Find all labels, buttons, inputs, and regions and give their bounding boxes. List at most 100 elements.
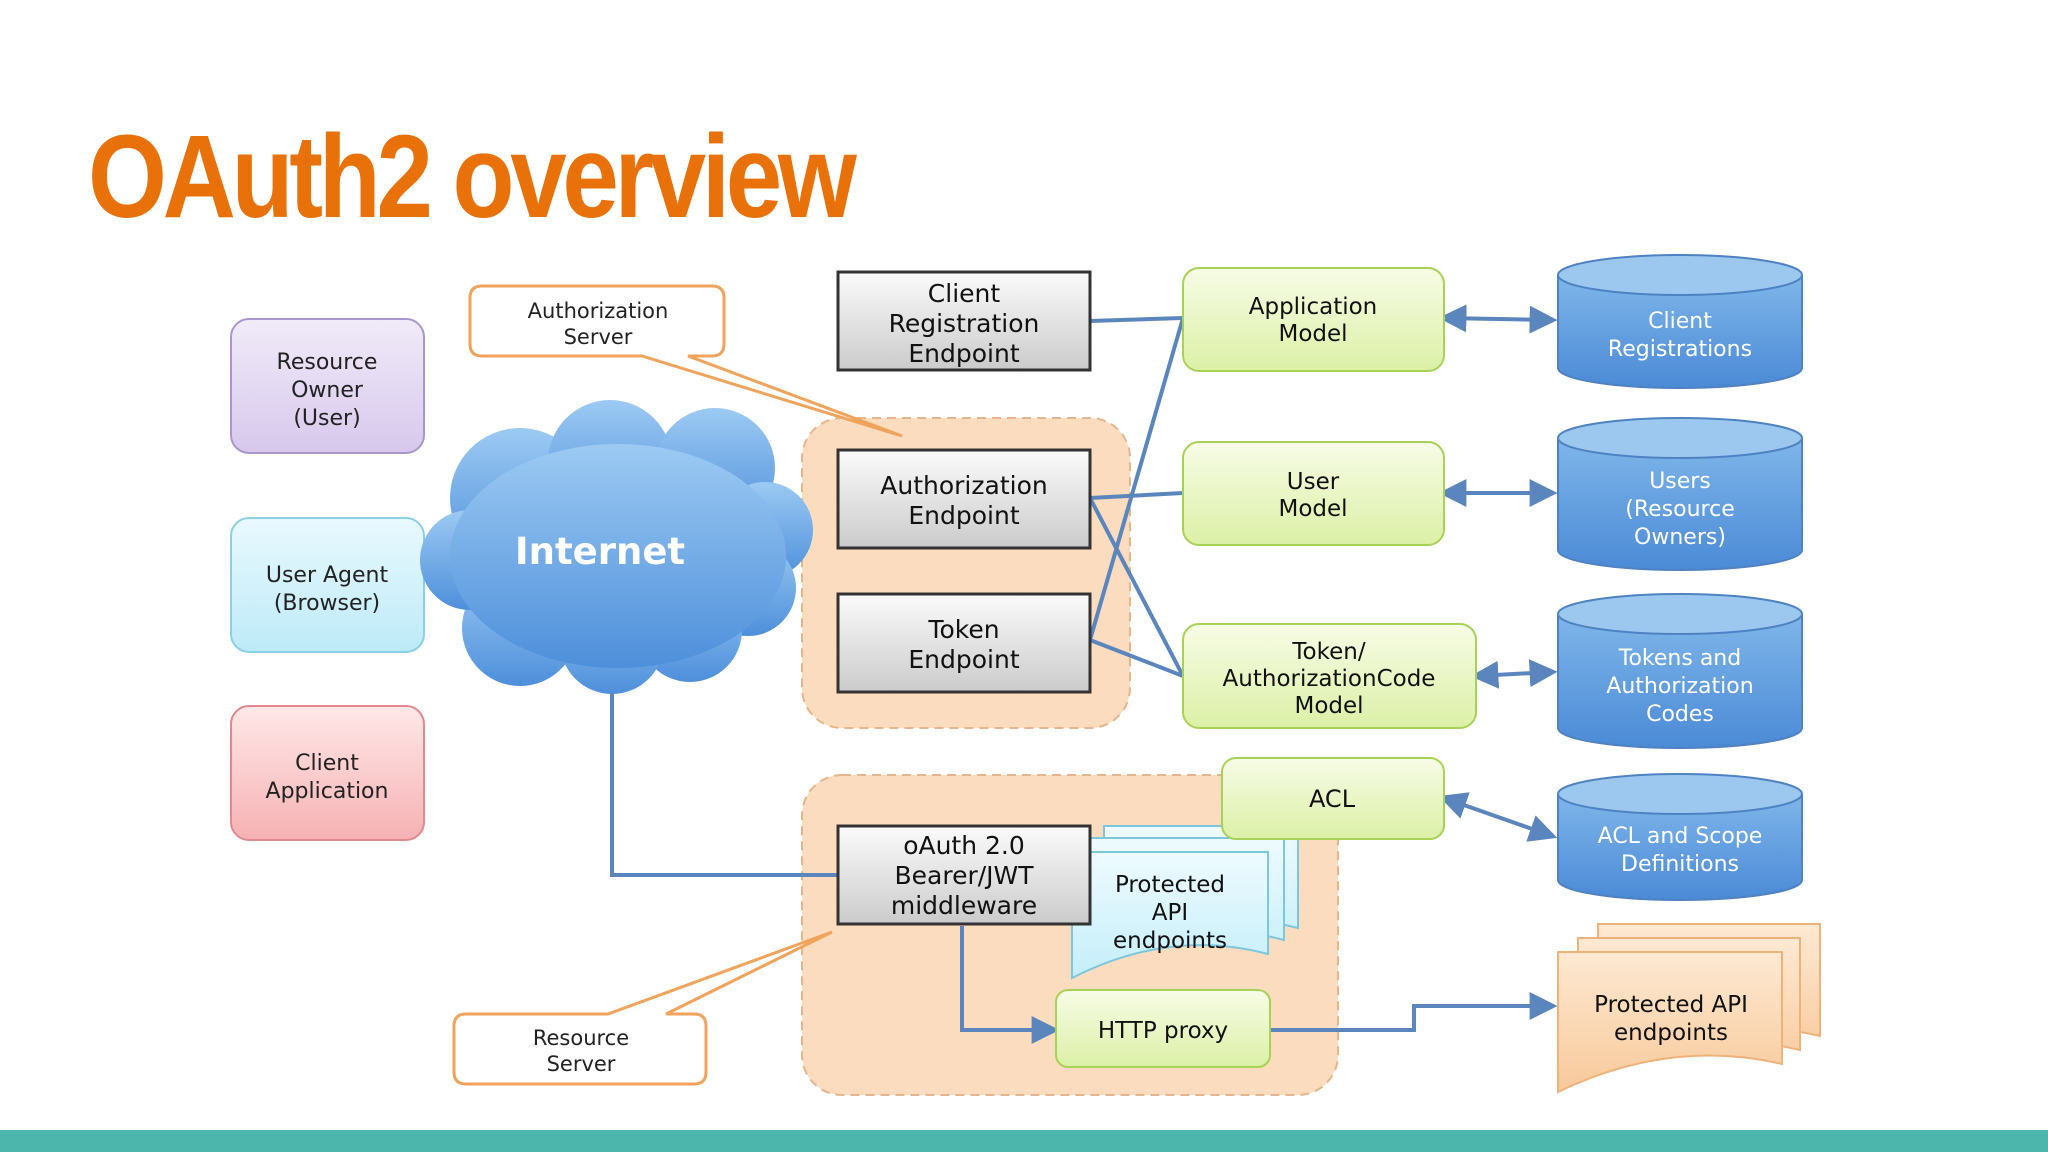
internet-label: Internet	[515, 530, 685, 573]
svg-text:User Agent(Browser): User Agent (Browser)	[266, 563, 389, 616]
connectors	[610, 304, 1558, 1044]
client-application-label-2: Application	[266, 779, 389, 804]
resource-owner-label-1: Resource	[277, 350, 378, 375]
acl-box: ACL	[1221, 757, 1445, 840]
token-endpoint-label-2: Endpoint	[908, 645, 1019, 674]
client-registrations-label-1: Client	[1648, 309, 1712, 334]
protected-api-internal-label-3: endpoints	[1113, 928, 1227, 954]
middleware-label-3: middleware	[891, 891, 1037, 920]
users-store-label-1: Users	[1649, 469, 1711, 494]
resource-owner-label-2: Owner	[291, 378, 364, 403]
token-model-label-3: Model	[1294, 693, 1363, 719]
accent-bar	[0, 1130, 2048, 1152]
user-agent-label-2: (Browser)	[274, 591, 380, 616]
user-agent-label-1: User Agent	[266, 563, 389, 588]
user-model-label-2: Model	[1278, 496, 1347, 522]
acl-scope-label-2: Definitions	[1621, 852, 1739, 877]
protected-api-external-label-2: endpoints	[1614, 1020, 1728, 1046]
auth-to-token-model	[1088, 497, 1185, 677]
token-model-store-arrow	[1470, 659, 1558, 689]
protected-api-internal-label-2: API	[1152, 900, 1188, 926]
authorization-endpoint-label-1: Authorization	[880, 471, 1047, 500]
token-to-token-model	[1089, 638, 1184, 678]
middleware-label-1: oAuth 2.0	[903, 831, 1025, 860]
token-endpoint-label-1: Token	[927, 615, 999, 644]
http-proxy-box: HTTP proxy	[1055, 989, 1271, 1068]
slide-title: OAuth2 overview	[88, 111, 857, 243]
resource-owner-label-3: (User)	[293, 406, 360, 431]
http-proxy-label: HTTP proxy	[1098, 1018, 1228, 1044]
acl-store-arrow	[1438, 792, 1558, 842]
protected-api-internal-label-1: Protected	[1115, 872, 1225, 898]
proxy-to-external-api	[1270, 992, 1558, 1032]
acl-scope-label-1: ACL and Scope	[1598, 824, 1763, 849]
internet-to-middleware-line	[610, 690, 838, 877]
users-store-label-2: (Resource	[1625, 497, 1734, 522]
protected-api-external-label-1: Protected API	[1594, 992, 1748, 1018]
token-model-label-2: AuthorizationCode	[1223, 666, 1436, 692]
client-registration-label-3: Endpoint	[908, 339, 1019, 368]
authorization-endpoint-label-2: Endpoint	[908, 501, 1019, 530]
client-registrations-label-2: Registrations	[1608, 337, 1752, 362]
application-model-label-2: Model	[1278, 321, 1347, 347]
middleware-label-2: Bearer/JWT	[894, 861, 1034, 890]
resource-server-label-2: Server	[547, 1052, 616, 1076]
app-model-store-arrow	[1438, 304, 1558, 334]
authorization-server-label-1: Authorization	[528, 299, 669, 323]
user-model-label-1: User	[1287, 469, 1340, 495]
internet-cloud: Internet	[420, 400, 813, 694]
token-model-label-1: Token/	[1291, 639, 1365, 665]
acl-label: ACL	[1309, 785, 1356, 813]
application-model-label-1: Application	[1249, 294, 1378, 320]
authorization-server-label-2: Server	[564, 325, 633, 349]
tokens-store-label-1: Tokens and	[1618, 646, 1741, 671]
token-to-app-model	[1088, 317, 1185, 641]
auth-to-user-model	[1089, 491, 1184, 500]
tokens-store-label-2: Authorization	[1606, 674, 1753, 699]
resource-server-label-1: Resource	[533, 1026, 629, 1050]
client-registration-label-2: Registration	[889, 309, 1040, 338]
user-agent-box: User Agent (Browser)	[230, 517, 425, 653]
middleware-to-proxy	[960, 926, 1060, 1044]
client-reg-to-app-model	[1089, 316, 1184, 323]
client-application-label-1: Client	[295, 751, 359, 776]
tokens-store-label-3: Codes	[1646, 702, 1714, 727]
client-registration-label-1: Client	[928, 279, 1001, 308]
users-store-label-3: Owners)	[1634, 525, 1726, 550]
